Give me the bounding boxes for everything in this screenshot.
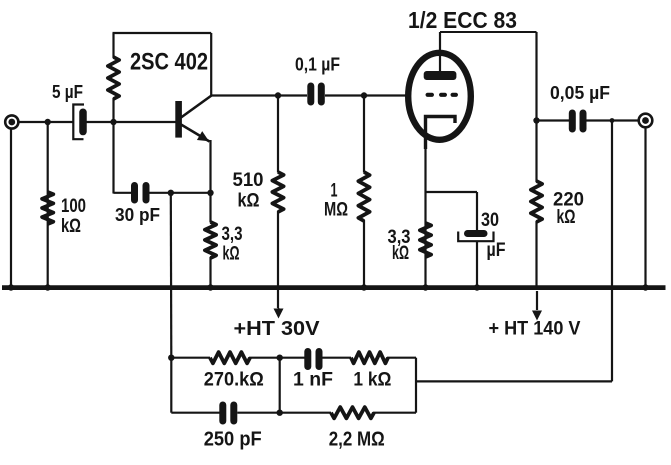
svg-text:µF: µF — [487, 240, 506, 261]
svg-text:1 kΩ: 1 kΩ — [353, 370, 391, 391]
svg-text:MΩ: MΩ — [324, 200, 348, 221]
svg-text:30: 30 — [481, 210, 499, 231]
svg-text:5 µF: 5 µF — [52, 82, 83, 102]
svg-text:0,05 µF: 0,05 µF — [550, 83, 610, 103]
svg-text:510: 510 — [233, 170, 264, 191]
svg-text:3,3: 3,3 — [388, 227, 411, 248]
svg-text:100: 100 — [61, 196, 86, 217]
svg-text:30 pF: 30 pF — [115, 205, 160, 225]
svg-text:250 pF: 250 pF — [204, 429, 262, 451]
svg-text:kΩ: kΩ — [223, 244, 240, 265]
svg-text:3,3: 3,3 — [222, 224, 243, 245]
svg-text:0,1 µF: 0,1 µF — [295, 55, 340, 75]
svg-text:270.kΩ: 270.kΩ — [204, 370, 264, 391]
svg-text:220: 220 — [553, 190, 584, 211]
svg-text:2SC 402: 2SC 402 — [130, 49, 208, 76]
svg-text:2,2 MΩ: 2,2 MΩ — [329, 429, 385, 451]
svg-text:+ HT 140 V: + HT 140 V — [489, 319, 581, 340]
svg-text:1 nF: 1 nF — [293, 370, 333, 391]
svg-text:1/2 ECC 83: 1/2 ECC 83 — [408, 7, 517, 33]
svg-text:1: 1 — [331, 181, 338, 202]
svg-text:kΩ: kΩ — [61, 216, 81, 237]
svg-text:kΩ: kΩ — [557, 207, 576, 228]
svg-text:kΩ: kΩ — [392, 243, 409, 264]
svg-text:kΩ: kΩ — [238, 191, 260, 212]
svg-text:+HT 30V: +HT 30V — [234, 318, 321, 340]
